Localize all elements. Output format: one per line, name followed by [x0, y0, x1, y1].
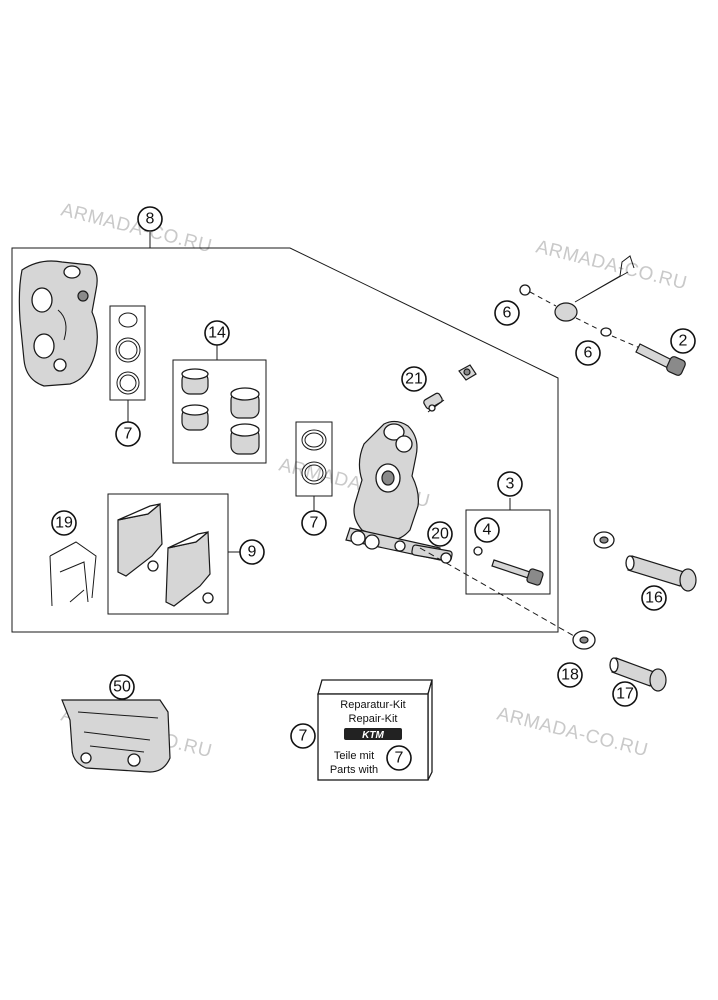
callout-50: 50: [109, 674, 135, 700]
callout-8: 8: [137, 206, 163, 232]
svg-text:16: 16: [645, 590, 663, 607]
callout-19: 19: [51, 510, 77, 536]
pistons: [181, 368, 260, 455]
caliper-guard: [61, 699, 171, 773]
callout-7c: 7: [290, 723, 316, 749]
assembly-outline: [11, 247, 559, 633]
callout-18: 18: [557, 662, 583, 688]
brake-line-banjo: [519, 255, 641, 349]
svg-text:14: 14: [208, 325, 226, 342]
pistons-box: [172, 359, 267, 464]
svg-text:7: 7: [124, 426, 133, 443]
ktm-logo-text: KTM: [362, 730, 384, 741]
kit-parts-de: Teile mit: [334, 750, 374, 762]
svg-text:6: 6: [584, 345, 593, 362]
callout-21: 21: [401, 366, 427, 392]
callout-7d: 7: [386, 745, 412, 771]
callout-3: 3: [497, 471, 523, 497]
washer-16: [593, 531, 615, 549]
callout-2: 2: [670, 328, 696, 354]
caliper-housing-left: [18, 260, 98, 387]
axle-bolt-16: [625, 555, 697, 592]
svg-text:7: 7: [299, 728, 308, 745]
callout-17: 17: [612, 681, 638, 707]
bleeder-cap: [458, 364, 477, 381]
watermark-2: ARMADA-CO.RU: [534, 236, 689, 294]
svg-text:19: 19: [55, 515, 73, 532]
callout-4: 4: [474, 517, 500, 543]
repair-kit-package: Reparatur-Kit Repair-Kit KTM Teile mit P…: [317, 679, 433, 781]
ktm-logo: [344, 728, 402, 740]
svg-text:6: 6: [503, 305, 512, 322]
callout-9: 9: [239, 539, 265, 565]
seal-rings-1: [115, 312, 141, 395]
watermark-1: ARMADA-CO.RU: [59, 199, 214, 257]
brake-pads-box: [107, 493, 229, 615]
svg-text:3: 3: [506, 476, 515, 493]
kit-parts-en: Parts with: [330, 764, 378, 776]
pad-spring: [49, 541, 97, 607]
svg-text:9: 9: [248, 544, 257, 561]
svg-text:21: 21: [405, 371, 423, 388]
callout-7b: 7: [301, 510, 327, 536]
banjo-bolt: [635, 343, 686, 376]
seal-rings-2: [301, 429, 327, 485]
washer-18: [572, 630, 596, 650]
svg-text:7: 7: [395, 750, 404, 767]
kit-label-en: Repair-Kit: [349, 713, 398, 725]
svg-text:20: 20: [431, 526, 449, 543]
kit-label-de: Reparatur-Kit: [340, 699, 405, 711]
svg-text:17: 17: [616, 686, 634, 703]
callout-14: 14: [204, 320, 230, 346]
guide-pin: [411, 544, 453, 564]
svg-text:4: 4: [483, 522, 492, 539]
bolt-17: [609, 657, 667, 692]
bolt-kit-box: [465, 509, 551, 595]
callout-7a: 7: [115, 421, 141, 447]
bleeder-valve: [423, 392, 445, 413]
svg-text:2: 2: [679, 333, 688, 350]
brake-pads: [117, 502, 214, 607]
svg-text:18: 18: [561, 667, 579, 684]
callout-16: 16: [641, 585, 667, 611]
callout-20: 20: [427, 521, 453, 547]
svg-text:7: 7: [310, 515, 319, 532]
callout-6b: 6: [575, 340, 601, 366]
watermark-4: ARMADA-CO.RU: [495, 703, 650, 761]
caliper-bolt: [473, 546, 544, 586]
callout-6a: 6: [494, 300, 520, 326]
svg-text:8: 8: [146, 211, 155, 228]
svg-text:50: 50: [113, 679, 131, 696]
